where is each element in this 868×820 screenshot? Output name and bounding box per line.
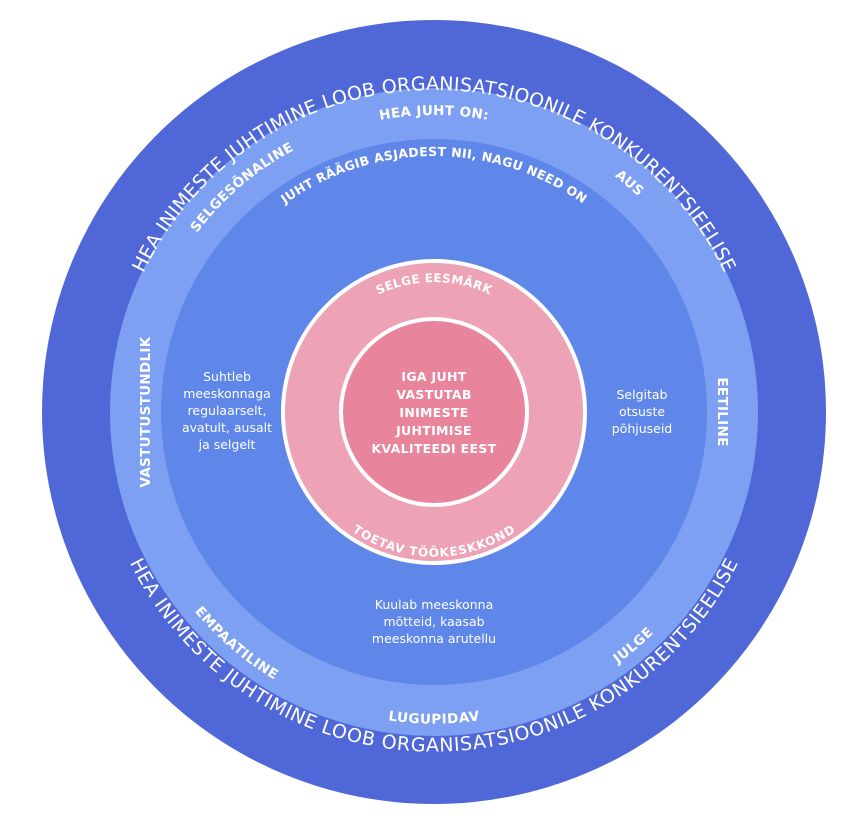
- traits-ring-header: HEA JUHT ON:: [378, 103, 490, 124]
- core-text: IGA JUHT VASTUTAB INIMESTE JUHTIMISE KVA…: [371, 369, 497, 456]
- trait-lugupidav: LUGUPIDAV: [387, 708, 480, 727]
- core-circle: [339, 317, 529, 507]
- behavior-right: Selgitab otsuste põhjuseid: [611, 387, 673, 436]
- behavior-bottom: Kuulab meeskonna mõtteid, kaasab meeskon…: [371, 597, 497, 646]
- behavior-left: Suhtleb meeskonnaga regulaarselt, avatul…: [182, 369, 272, 452]
- trait-eetiline: EETILINE: [714, 377, 730, 446]
- trait-vastutustundlik: VASTUTUSTUNDLIK: [138, 336, 154, 487]
